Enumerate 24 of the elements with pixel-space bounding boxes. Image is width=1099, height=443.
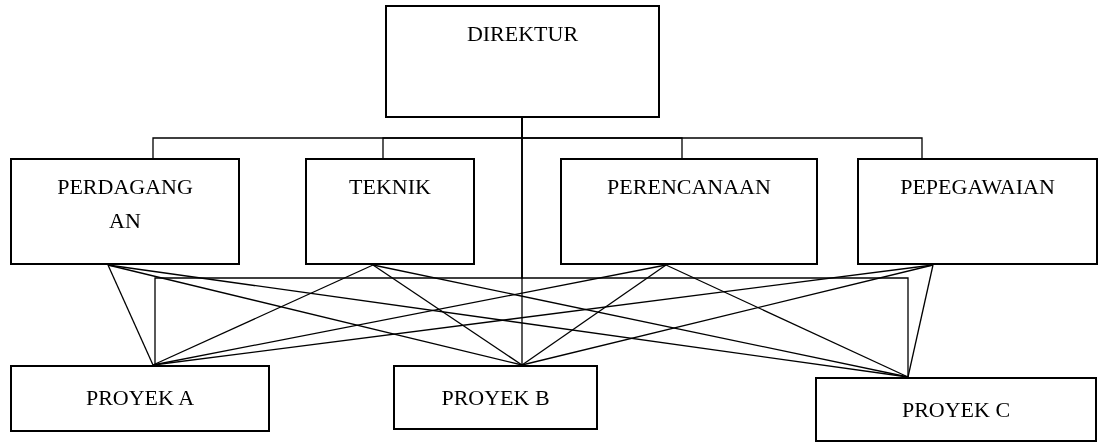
org-box bbox=[393, 365, 598, 430]
org-box bbox=[10, 158, 240, 265]
box-label: DIREKTUR bbox=[466, 20, 579, 48]
connector-line bbox=[372, 264, 523, 366]
connector-line bbox=[665, 264, 909, 378]
box-label: PERDAGANGAN bbox=[56, 173, 194, 235]
connector-line bbox=[152, 264, 374, 366]
connector-line bbox=[372, 264, 909, 378]
org-box bbox=[385, 5, 660, 118]
connector-line bbox=[521, 264, 934, 366]
org-box bbox=[10, 365, 270, 432]
box-label: PROYEK C bbox=[901, 396, 1011, 424]
connector-line bbox=[521, 264, 667, 366]
org-box bbox=[857, 158, 1098, 265]
connector-line bbox=[907, 264, 934, 378]
connector-line bbox=[107, 264, 154, 366]
org-box bbox=[305, 158, 475, 265]
box-label: PROYEK A bbox=[85, 384, 195, 412]
org-box bbox=[815, 377, 1097, 442]
box-label: PEPEGAWAIAN bbox=[900, 173, 1055, 201]
box-label: PERENCANAAN bbox=[607, 173, 771, 201]
box-label: PROYEK B bbox=[441, 384, 550, 412]
box-label: TEKNIK bbox=[349, 173, 431, 201]
org-box bbox=[560, 158, 818, 265]
